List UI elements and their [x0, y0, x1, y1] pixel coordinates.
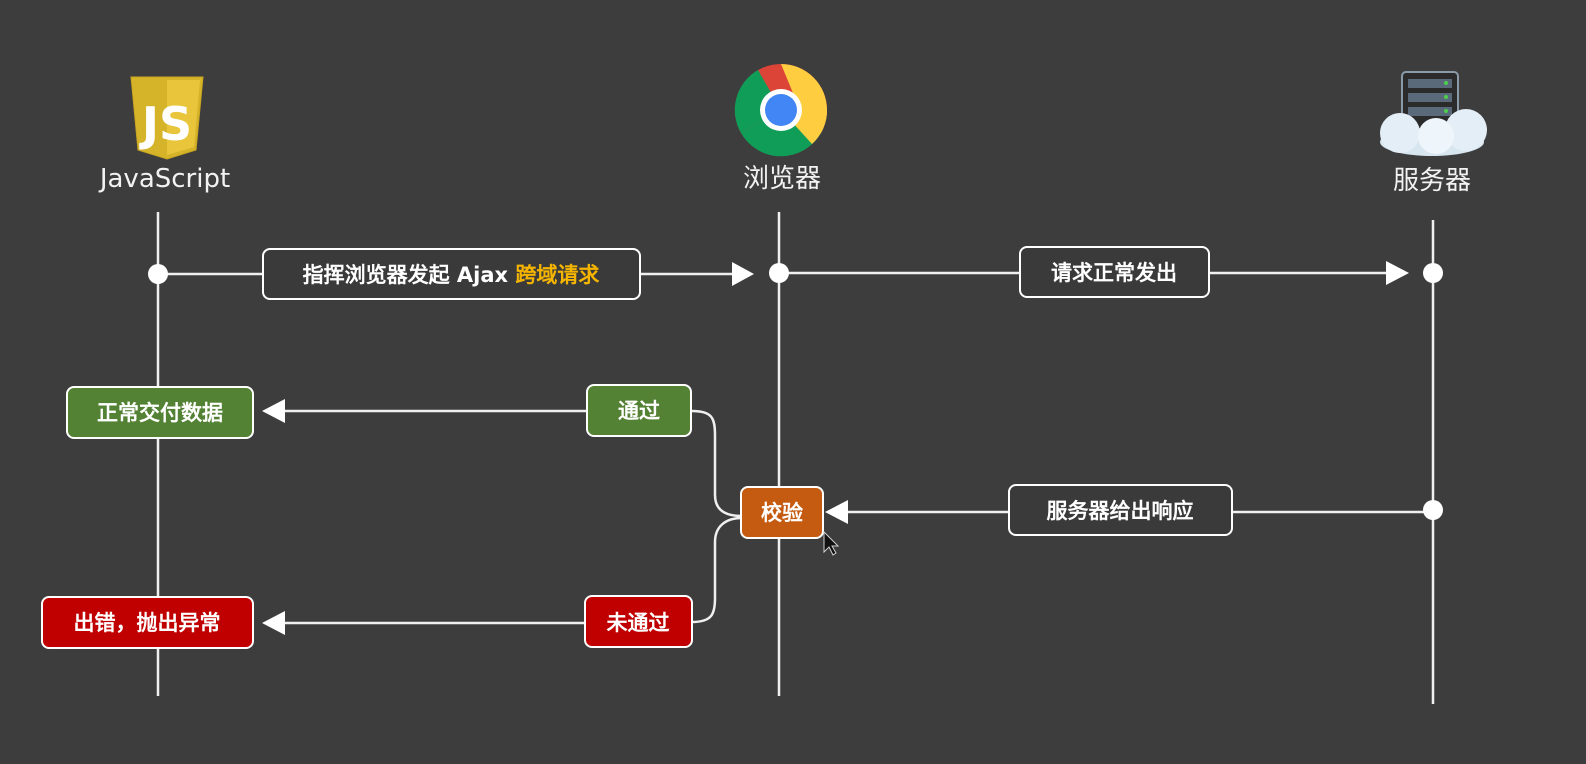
fail-label: 未通过: [607, 611, 670, 635]
check-box: 校验: [740, 486, 824, 539]
actor-label-server: 服务器: [1393, 166, 1471, 196]
branch-connector-fail: [691, 516, 743, 624]
arrowhead-error: [262, 611, 285, 635]
pass-box: 通过: [586, 384, 692, 437]
request-label-prefix: 指挥浏览器发起 Ajax: [303, 263, 516, 287]
server-cloud-icon: [1380, 71, 1487, 156]
dot-js-request: [148, 264, 168, 284]
message-box-request: 指挥浏览器发起 Ajax 跨域请求: [262, 248, 641, 300]
message-box-response: 服务器给出响应: [1008, 484, 1233, 536]
arrowhead-request: [732, 262, 754, 286]
error-box: 出错，抛出异常: [41, 596, 254, 649]
deliver-box: 正常交付数据: [66, 386, 254, 439]
request-label-highlight: 跨域请求: [515, 263, 599, 287]
dot-browser-request: [769, 263, 789, 283]
check-label: 校验: [761, 501, 803, 525]
response-label: 服务器给出响应: [1047, 499, 1194, 523]
forward-label: 请求正常发出: [1051, 261, 1177, 285]
actor-label-javascript: JavaScript: [98, 164, 230, 194]
chrome-logo-icon: [734, 64, 828, 157]
svg-text:指挥浏览器发起 Ajax 跨域请求: 指挥浏览器发起 Ajax 跨域请求: [303, 263, 600, 287]
actor-label-browser: 浏览器: [743, 164, 821, 194]
javascript-logo-text: JS: [139, 97, 192, 151]
error-label: 出错，抛出异常: [74, 611, 221, 635]
arrowhead-deliver: [262, 399, 285, 423]
branch-connector-pass: [691, 409, 743, 518]
deliver-label: 正常交付数据: [97, 401, 223, 425]
dot-server-response: [1423, 500, 1443, 520]
arrowhead-forward: [1386, 261, 1409, 285]
message-box-forward: 请求正常发出: [1019, 246, 1210, 298]
dot-server-request: [1423, 263, 1443, 283]
javascript-logo-icon: JS: [130, 76, 204, 160]
pass-label: 通过: [618, 399, 660, 423]
mouse-cursor-icon: [823, 530, 840, 556]
arrowhead-response: [825, 500, 848, 524]
fail-box: 未通过: [584, 595, 693, 648]
